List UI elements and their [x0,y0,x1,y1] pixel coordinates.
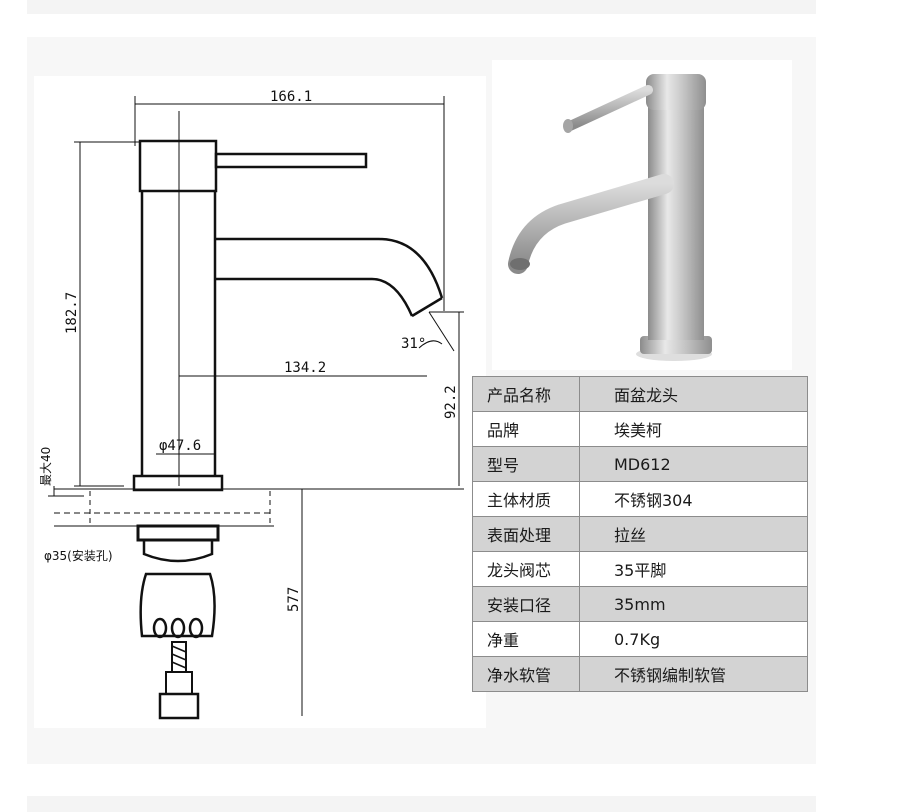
spec-value: 0.7Kg [579,621,808,657]
spec-row: 表面处理拉丝 [472,516,808,552]
spec-value: 拉丝 [579,516,808,552]
spec-key: 净重 [472,621,580,657]
spec-value: MD612 [579,446,808,482]
dim-base-diameter: φ47.6 [159,438,201,454]
spec-key: 型号 [472,446,580,482]
spec-value: 埃美柯 [579,411,808,447]
dim-height-total: 182.7 [64,292,80,334]
spec-key: 品牌 [472,411,580,447]
faucet-photo [492,60,792,370]
spec-row: 主体材质不锈钢304 [472,481,808,517]
spec-row: 净水软管不锈钢编制软管 [472,656,808,692]
dim-spout-reach: 134.2 [284,360,326,376]
spec-row: 产品名称面盆龙头 [472,376,808,412]
spec-value: 35mm [579,586,808,622]
dim-mount-hole: φ35(安装孔) [44,548,113,563]
spec-key: 主体材质 [472,481,580,517]
spec-key: 表面处理 [472,516,580,552]
bottom-band [27,796,816,812]
spec-key: 安装口径 [472,586,580,622]
technical-drawing: 166.1 182.7 31° 134.2 92.2 φ47.6 最大40 φ3… [34,76,486,728]
spec-key: 龙头阀芯 [472,551,580,587]
spec-value: 不锈钢编制软管 [579,656,808,692]
spec-key: 产品名称 [472,376,580,412]
dim-angle: 31° [401,336,426,352]
spec-value: 面盆龙头 [579,376,808,412]
spec-value: 不锈钢304 [579,481,808,517]
dim-width-total: 166.1 [270,89,312,105]
top-band [27,0,816,14]
spec-row: 品牌埃美柯 [472,411,808,447]
spec-value: 35平脚 [579,551,808,587]
dim-hose-length: 577 [286,587,302,612]
spec-key: 净水软管 [472,656,580,692]
dim-spout-height: 92.2 [443,385,459,419]
dim-max-thickness: 最大40 [39,447,53,486]
